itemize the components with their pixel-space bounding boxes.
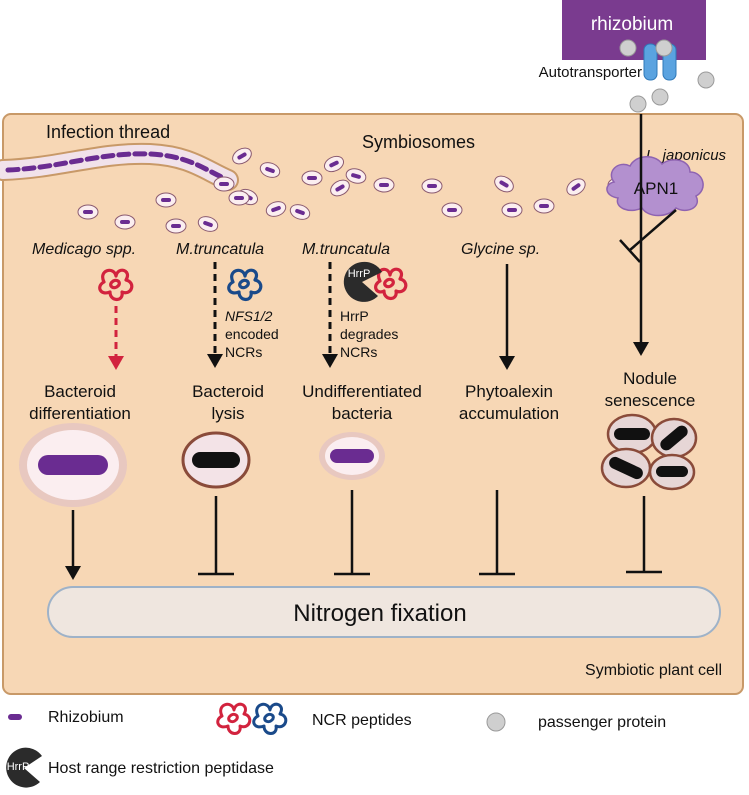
differentiated-bacteroid-icon [19,423,127,507]
symbiosome [345,168,367,184]
hrrp-note-3: NCRs [340,344,377,360]
inhibit-phytoalexin [479,490,515,576]
symbiosome [373,177,395,193]
undifferentiated-bacteria-icon [319,432,385,480]
nitrogen-fixation-bar [47,586,721,638]
arrow-hrrp [322,262,338,368]
arrow-nfs [207,262,223,368]
rhizobium-label: rhizobium [591,14,673,35]
inhibit-apn1 [619,209,677,263]
passenger-proteins [619,39,715,113]
infection-thread-label: Infection thread [46,122,170,142]
plant-cell [2,113,744,695]
arrow-senescence [633,114,649,356]
outcome-lysis-2: lysis [211,404,244,423]
hrrp-badge: HrrP [348,268,371,280]
hrrp-peptidase-icon [343,261,382,302]
symbiosome [165,218,187,234]
symbiosome [289,204,311,220]
outcome-undiff-2: bacteria [332,404,393,423]
species-mtruncatula-1: M.truncatula [176,241,264,258]
outcome-phytoalexin-1: Phytoalexin [465,382,553,401]
symbiosome [228,190,250,206]
symbiosome [155,192,177,208]
symbiosomes [77,147,629,234]
arrow-to-fixation [65,510,81,580]
legend-ncr-peptides: NCR peptides [312,712,412,729]
symbiosomes-label: Symbiosomes [362,132,475,152]
ncr-peptide-blue-1 [227,268,263,302]
outcome-senescence-2: senescence [605,391,696,410]
nfs-note-3: NCRs [225,344,262,360]
legend-hrrp-icon [6,747,42,788]
hrrp-note-2: degrades [340,326,398,342]
inhibit-undiff [334,490,370,576]
symbiosome [330,179,350,197]
symbiotic-cell-label: Symbiotic plant cell [585,662,722,679]
arrow-glycine [499,264,515,370]
apn1-icon [606,156,704,217]
ncr-peptide-red-1 [98,268,134,302]
symbiosome [265,201,287,217]
outcome-phytoalexin-2: accumulation [459,404,559,423]
symbiosome [213,176,235,192]
inhibit-lysis [198,496,234,576]
symbiosome [533,198,555,214]
species-medicago: Medicago spp. [32,241,136,258]
outcome-lysis-1: Bacteroid [192,382,264,401]
legend-rhizobium-swatch [8,714,22,720]
nitrogen-fixation-label: Nitrogen fixation [293,600,466,627]
ncr-peptide-red-2 [374,267,408,301]
outcome-differentiation-2: differentiation [29,404,131,423]
autotransporter-label: Autotransporter [539,64,642,81]
symbiosome [566,178,586,196]
species-ljaponicus: L. japonicus [646,147,727,164]
legend-peptidase: Host range restriction peptidase [48,760,274,777]
legend-hrrp-badge: HrrP [7,761,30,773]
symbiosome [301,170,323,186]
outcome-differentiation-1: Bacteroid [44,382,116,401]
symbiosome [114,214,136,230]
apn1-label: APN1 [634,179,678,198]
symbiosome [494,175,514,193]
lysed-bacteroid-icon [181,431,251,489]
legend-rhizobium: Rhizobium [48,709,124,726]
hrrp-note-1: HrrP [340,308,369,324]
symbiosome [323,155,345,173]
symbiosome [441,202,463,218]
outcome-senescence-1: Nodule [623,369,677,388]
symbiosome [232,147,252,165]
nfs-note-1: NFS1/2 [225,308,273,324]
species-mtruncatula-2: M.truncatula [302,241,390,258]
legend-ncr-red-icon [216,702,252,735]
symbiosome [501,202,523,218]
species-glycine: Glycine sp. [461,241,540,258]
inhibit-senescence [626,496,662,574]
outcome-undiff-1: Undifferentiated [302,382,422,401]
legend-passenger-icon [486,712,506,732]
symbiosome [197,216,219,232]
symbiosome [259,162,281,178]
senescent-nodule-icon [600,413,698,491]
nfs-note-2: encoded [225,326,279,342]
legend-ncr-blue-icon [252,702,288,735]
symbiosome [421,178,443,194]
symbiosome [77,204,99,220]
legend-passenger-protein: passenger protein [538,714,666,731]
arrow-medicago [108,306,124,370]
